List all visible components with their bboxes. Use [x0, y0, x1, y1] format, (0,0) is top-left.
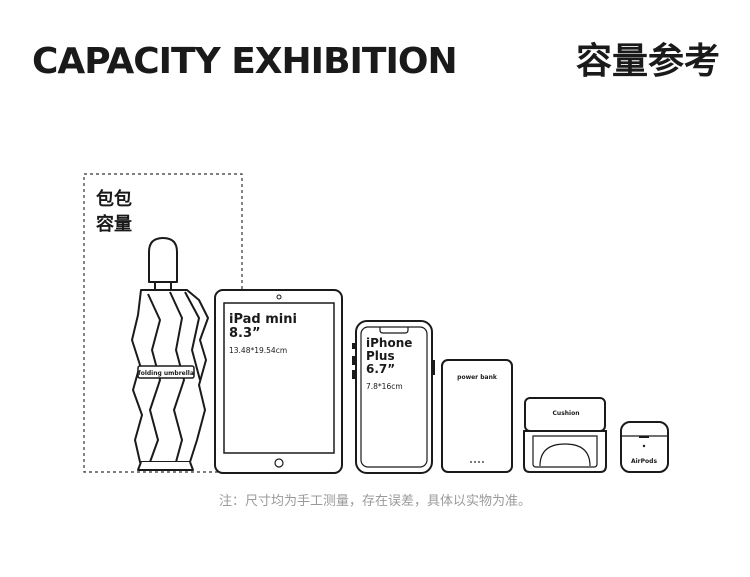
- ipad-dimensions: 13.48*19.54cm: [229, 346, 287, 355]
- iphone-size: 6.7”: [366, 362, 395, 376]
- iphone-dimensions: 7.8*16cm: [366, 382, 403, 391]
- ipad-name: iPad mini: [229, 312, 297, 327]
- umbrella-icon: [131, 237, 209, 471]
- measurement-disclaimer: 注：尺寸均为手工测量，存在误差，具体以实物为准。: [218, 494, 531, 509]
- iphone-name-line2: Plus: [366, 349, 395, 363]
- airpods-label: AirPods: [631, 458, 657, 465]
- umbrella-label: folding umbrella: [138, 370, 194, 377]
- airpods-case-icon: [620, 421, 669, 473]
- bag-label-line2: 容量: [96, 213, 132, 235]
- ipad-icon: [214, 289, 343, 474]
- page-title-chinese: 容量参考: [575, 41, 720, 82]
- cushion-label: Cushion: [553, 410, 580, 417]
- power-bank-icon: [441, 359, 513, 473]
- iphone-name-line1: iPhone: [366, 336, 412, 350]
- bag-label-line1: 包包: [96, 188, 132, 210]
- ipad-size: 8.3”: [229, 326, 261, 341]
- cushion-compact-icon: [523, 397, 607, 473]
- iphone-icon: [352, 320, 435, 474]
- page-title-english: CAPACITY EXHIBITION: [32, 41, 458, 82]
- power-bank-label: power bank: [457, 374, 498, 381]
